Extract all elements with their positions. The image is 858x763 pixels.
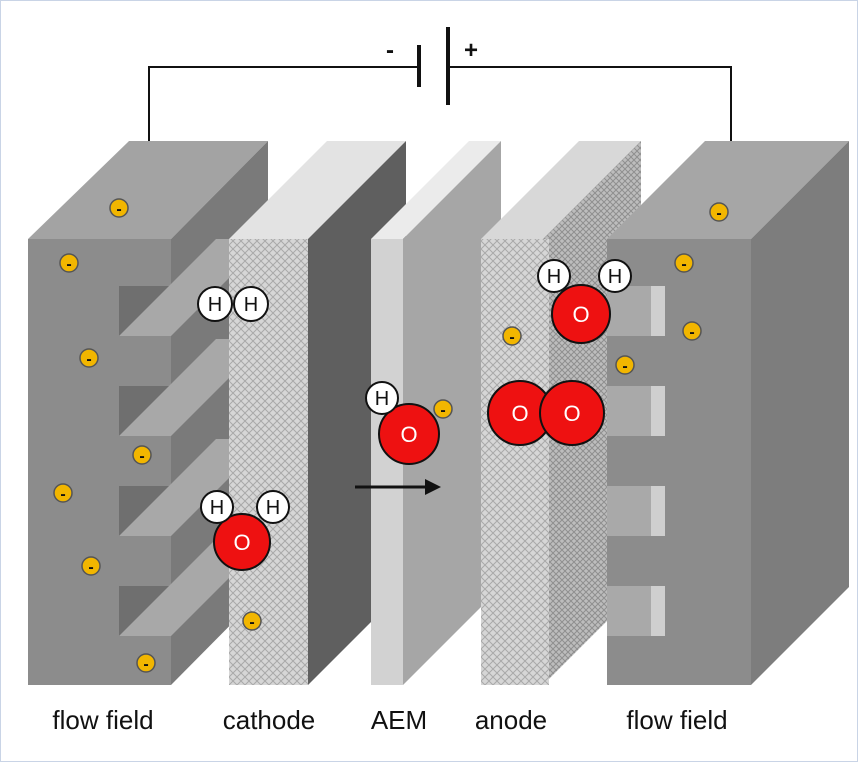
hydrogen-label: H (608, 266, 622, 288)
electron-label: - (143, 656, 148, 673)
hydrogen-label: H (210, 497, 224, 519)
hydrogen-label: H (244, 294, 258, 316)
ion-transport-arrow (355, 479, 441, 495)
oxygen-atom: O (487, 380, 553, 446)
battery-icon (417, 27, 450, 105)
hydrogen-label: H (375, 388, 389, 410)
hydrogen-label: H (547, 266, 561, 288)
electron-icon: - (674, 253, 694, 273)
hydrogen-label: H (208, 294, 222, 316)
electron-icon: - (59, 253, 79, 273)
oxygen-label: O (511, 401, 528, 426)
label-anode: anode (474, 705, 548, 735)
oxygen-atom: O (213, 513, 271, 571)
battery-minus-sign: - (386, 37, 394, 64)
oxygen-label: O (233, 530, 250, 555)
electron-icon: - (81, 556, 101, 576)
oxygen-atom: O (378, 403, 440, 465)
oxygen-label: O (572, 302, 589, 327)
right-flow-field (607, 141, 849, 685)
oxygen-atom: O (551, 284, 611, 344)
electron-icon: - (242, 611, 262, 631)
electron-label: - (440, 402, 445, 419)
oxygen-label: O (563, 401, 580, 426)
left-flow-field (28, 141, 268, 685)
electron-icon: - (132, 445, 152, 465)
electron-label: - (86, 351, 91, 368)
electron-label: - (622, 358, 627, 375)
hydrogen-atom: H (200, 490, 234, 524)
electron-label: - (60, 486, 65, 503)
electron-icon: - (109, 198, 129, 218)
oxygen-atom: O (539, 380, 605, 446)
electron-label: - (139, 448, 144, 465)
label-flow-field-left: flow field (52, 705, 154, 735)
electron-icon: - (53, 483, 73, 503)
hydrogen-atom: H (197, 286, 233, 322)
electron-label: - (116, 201, 121, 218)
electron-label: - (716, 205, 721, 222)
electron-icon: - (615, 355, 635, 375)
hydrogen-atom: H (365, 381, 399, 415)
hydrogen-atom: H (256, 490, 290, 524)
battery-plus-sign: + (464, 37, 479, 64)
oxygen-label: O (400, 422, 417, 447)
electron-icon: - (79, 348, 99, 368)
hydrogen-atom: H (233, 286, 269, 322)
hydrogen-atom: H (598, 259, 632, 293)
electron-icon: - (682, 321, 702, 341)
electron-icon: - (136, 653, 156, 673)
electron-icon: - (502, 326, 522, 346)
electron-label: - (66, 256, 71, 273)
label-cathode: cathode (222, 705, 316, 735)
electron-icon: - (709, 202, 729, 222)
electron-label: - (249, 614, 254, 631)
electron-label: - (509, 329, 514, 346)
hydrogen-label: H (266, 497, 280, 519)
electron-label: - (681, 256, 686, 273)
label-aem: AEM (370, 705, 428, 735)
electron-label: - (689, 324, 694, 341)
electron-icon: - (433, 399, 453, 419)
label-flow-field-right: flow field (626, 705, 728, 735)
electron-label: - (88, 559, 93, 576)
hydrogen-atom: H (537, 259, 571, 293)
electrons-layer: - - - - - - - - - - - - - - (53, 198, 729, 673)
